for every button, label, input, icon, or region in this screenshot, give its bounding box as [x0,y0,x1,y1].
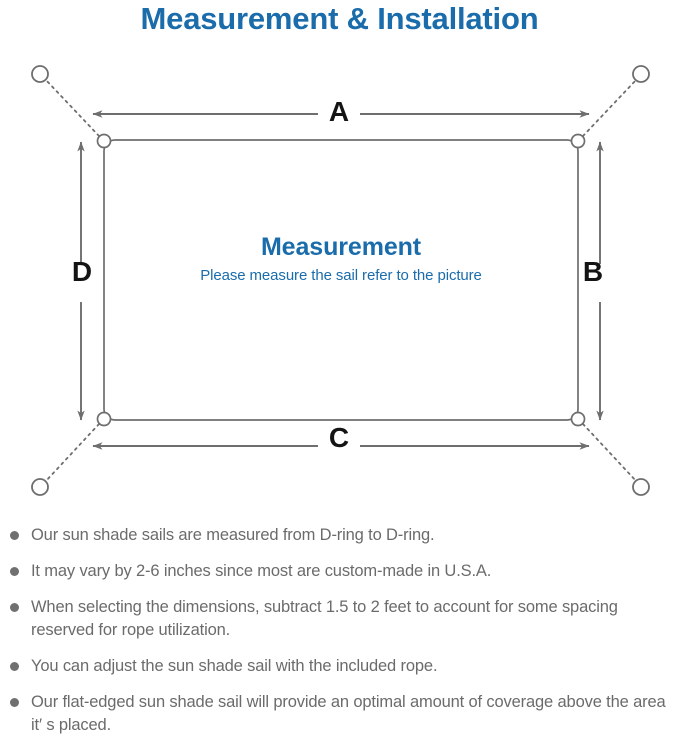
list-item: Our flat-edged sun shade sail will provi… [0,691,679,737]
dimension-label-a: A [328,96,350,127]
anchor-bottom-right [632,478,650,496]
sail-caption-subtext: Please measure the sail refer to the pic… [200,267,482,284]
dimension-label-c: C [328,422,350,453]
diagram-svg [31,65,650,496]
rope-top-left [44,78,100,137]
dimension-label-d: D [71,256,93,287]
sail-outline [103,139,579,421]
note-text: Our sun shade sails are measured from D-… [31,526,435,544]
rope-bottom-right [582,423,638,483]
notes-list: Our sun shade sails are measured from D-… [0,524,679,750]
list-item: It may vary by 2-6 inches since most are… [0,560,679,583]
bullet-icon [10,567,19,576]
note-text: Our flat-edged sun shade sail will provi… [31,693,666,734]
sail-caption-heading: Measurement [260,233,422,261]
anchor-top-right [632,65,650,83]
bullet-icon [10,698,19,707]
dimension-label-b: B [582,256,604,287]
bullet-icon [10,662,19,671]
rope-top-right [582,78,638,137]
list-item: When selecting the dimensions, subtract … [0,596,679,642]
dring-bottom-left [96,411,112,427]
note-text: It may vary by 2-6 inches since most are… [31,562,492,580]
rope-bottom-left [44,423,100,483]
dring-top-left [96,133,112,149]
sail-caption: Measurement Please measure the sail refe… [104,232,578,286]
note-text: When selecting the dimensions, subtract … [31,598,618,639]
bullet-icon [10,603,19,612]
bullet-icon [10,531,19,540]
list-item: Our sun shade sails are measured from D-… [0,524,679,547]
measurement-diagram: A B C D Measurement Please measure the s… [0,46,679,516]
anchor-bottom-left [31,478,49,496]
dring-top-right [570,133,586,149]
anchor-top-left [31,65,49,83]
note-text: You can adjust the sun shade sail with t… [31,657,438,675]
dring-bottom-right [570,411,586,427]
page-title: Measurement & Installation [140,1,539,36]
list-item: You can adjust the sun shade sail with t… [0,655,679,678]
